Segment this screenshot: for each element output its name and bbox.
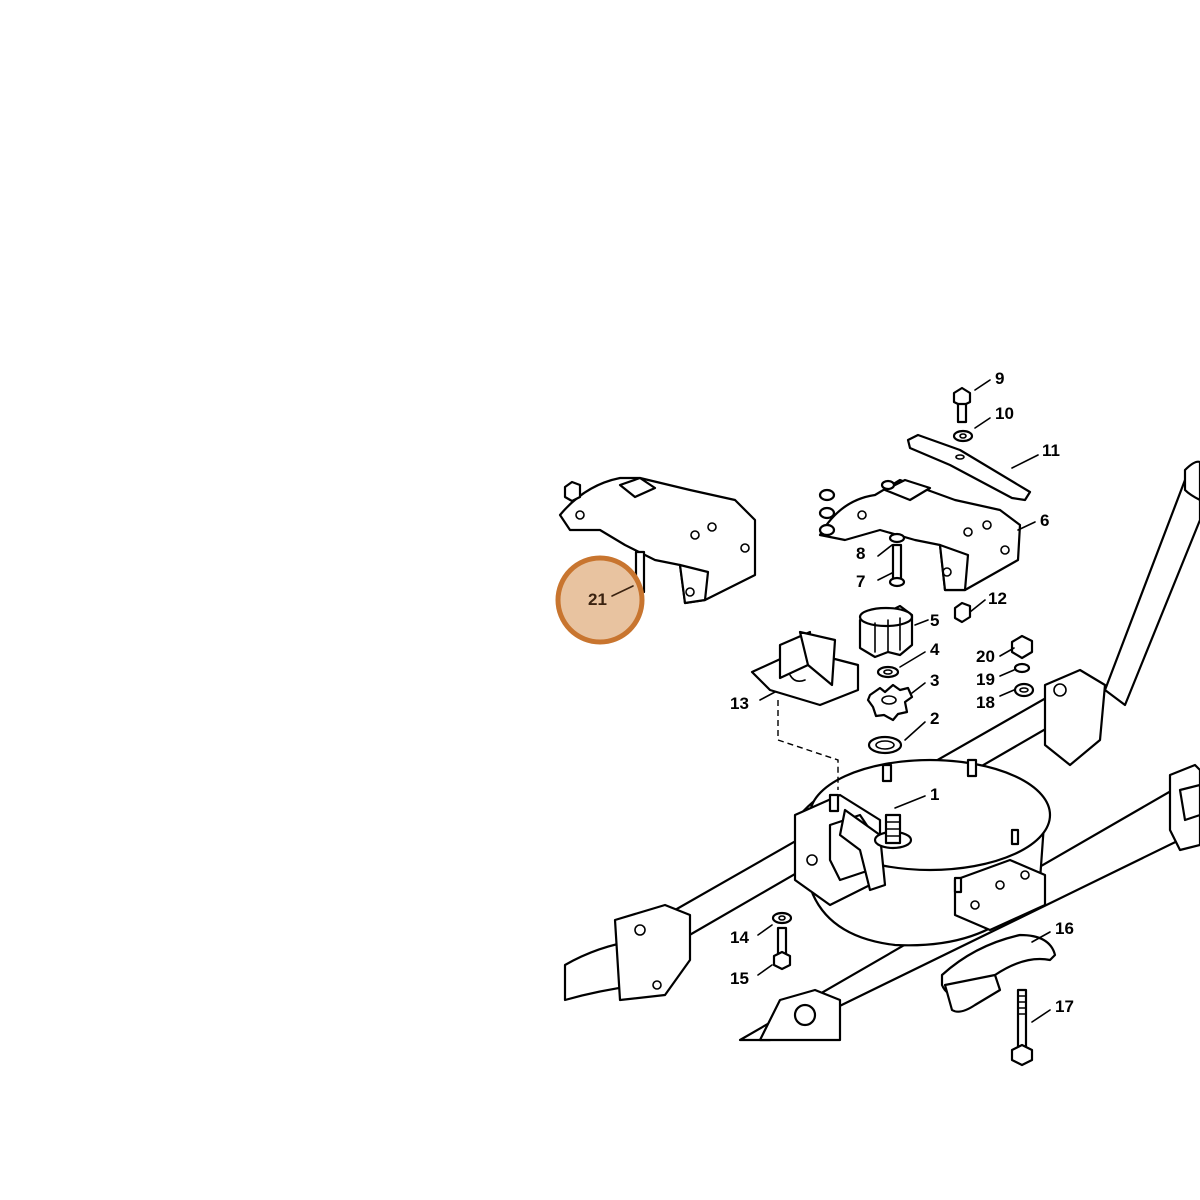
label-14: 14 bbox=[730, 928, 749, 947]
part-4-washer bbox=[876, 665, 900, 679]
label-17: 17 bbox=[1055, 997, 1074, 1016]
highlight-21[interactable]: 21 bbox=[555, 555, 645, 645]
part-6-cover bbox=[818, 478, 1022, 592]
gearbox-housing bbox=[793, 758, 1052, 947]
part-14-washer bbox=[771, 911, 793, 925]
part-8-washer bbox=[888, 532, 906, 544]
part-19-spring-washer bbox=[1013, 662, 1031, 674]
part-2-circlip bbox=[867, 735, 903, 755]
part-9-bolt bbox=[952, 386, 972, 424]
label-15: 15 bbox=[730, 969, 749, 988]
label-9: 9 bbox=[995, 369, 1004, 388]
part-20-nut bbox=[1010, 634, 1034, 660]
leader-lines bbox=[757, 379, 1051, 1023]
label-1: 1 bbox=[930, 785, 939, 804]
part-5-rubber-coupling bbox=[858, 604, 914, 659]
label-2: 2 bbox=[930, 709, 939, 728]
label-20: 20 bbox=[976, 647, 995, 666]
label-6: 6 bbox=[1040, 511, 1049, 530]
part-15-bolt bbox=[772, 926, 792, 971]
highlight-circle[interactable] bbox=[555, 555, 645, 645]
part-7-screw bbox=[888, 543, 906, 588]
label-4: 4 bbox=[930, 640, 940, 659]
label-21: 21 bbox=[588, 590, 607, 609]
part-12-nut bbox=[953, 601, 972, 624]
label-8: 8 bbox=[856, 544, 865, 563]
left-cover bbox=[558, 476, 757, 605]
label-13: 13 bbox=[730, 694, 749, 713]
part-18-washer bbox=[1013, 682, 1035, 698]
label-18: 18 bbox=[976, 693, 995, 712]
part-10-washer bbox=[952, 429, 974, 443]
part-13-bracket bbox=[750, 630, 860, 790]
label-19: 19 bbox=[976, 670, 995, 689]
label-10: 10 bbox=[995, 404, 1014, 423]
label-7: 7 bbox=[856, 572, 865, 591]
label-5: 5 bbox=[930, 611, 939, 630]
label-12: 12 bbox=[988, 589, 1007, 608]
part-17-bolt bbox=[1010, 988, 1034, 1067]
part-11-blade bbox=[906, 433, 1032, 502]
callout-labels: 1 2 3 4 5 6 7 8 9 10 11 12 13 14 15 16 1… bbox=[730, 369, 1074, 1016]
part-16-clamp bbox=[940, 933, 1057, 1013]
part-3-coupling bbox=[866, 683, 914, 722]
label-16: 16 bbox=[1055, 919, 1074, 938]
label-3: 3 bbox=[930, 671, 939, 690]
label-11: 11 bbox=[1042, 441, 1060, 460]
